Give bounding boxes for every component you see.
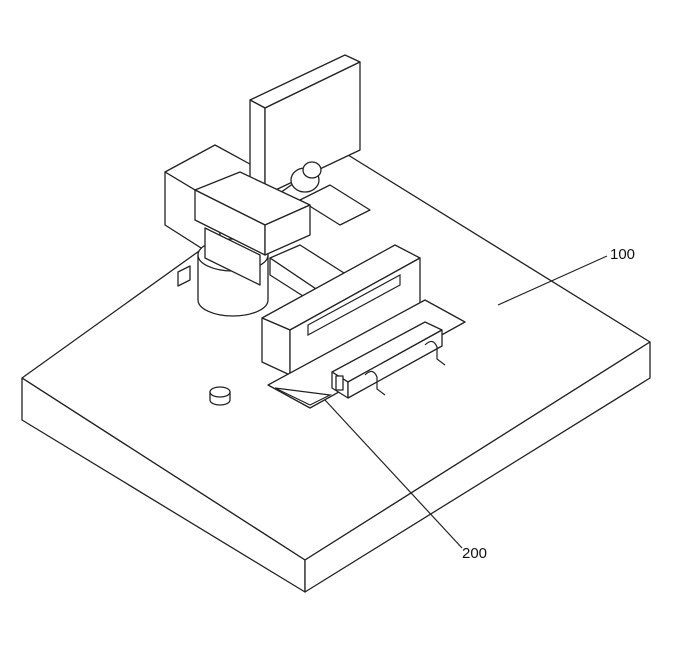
back-clip: [177, 265, 191, 287]
arm-head: [194, 171, 311, 286]
monitor-panel: [249, 54, 361, 196]
tray-holder: [331, 321, 446, 399]
label-200: 200: [462, 545, 488, 562]
leader-line-100: [497, 255, 608, 306]
knob: [209, 386, 231, 406]
rear-slot: [299, 184, 371, 226]
leader-line-200: [324, 399, 463, 549]
label-100: 100: [610, 246, 636, 263]
camera: [290, 161, 322, 193]
